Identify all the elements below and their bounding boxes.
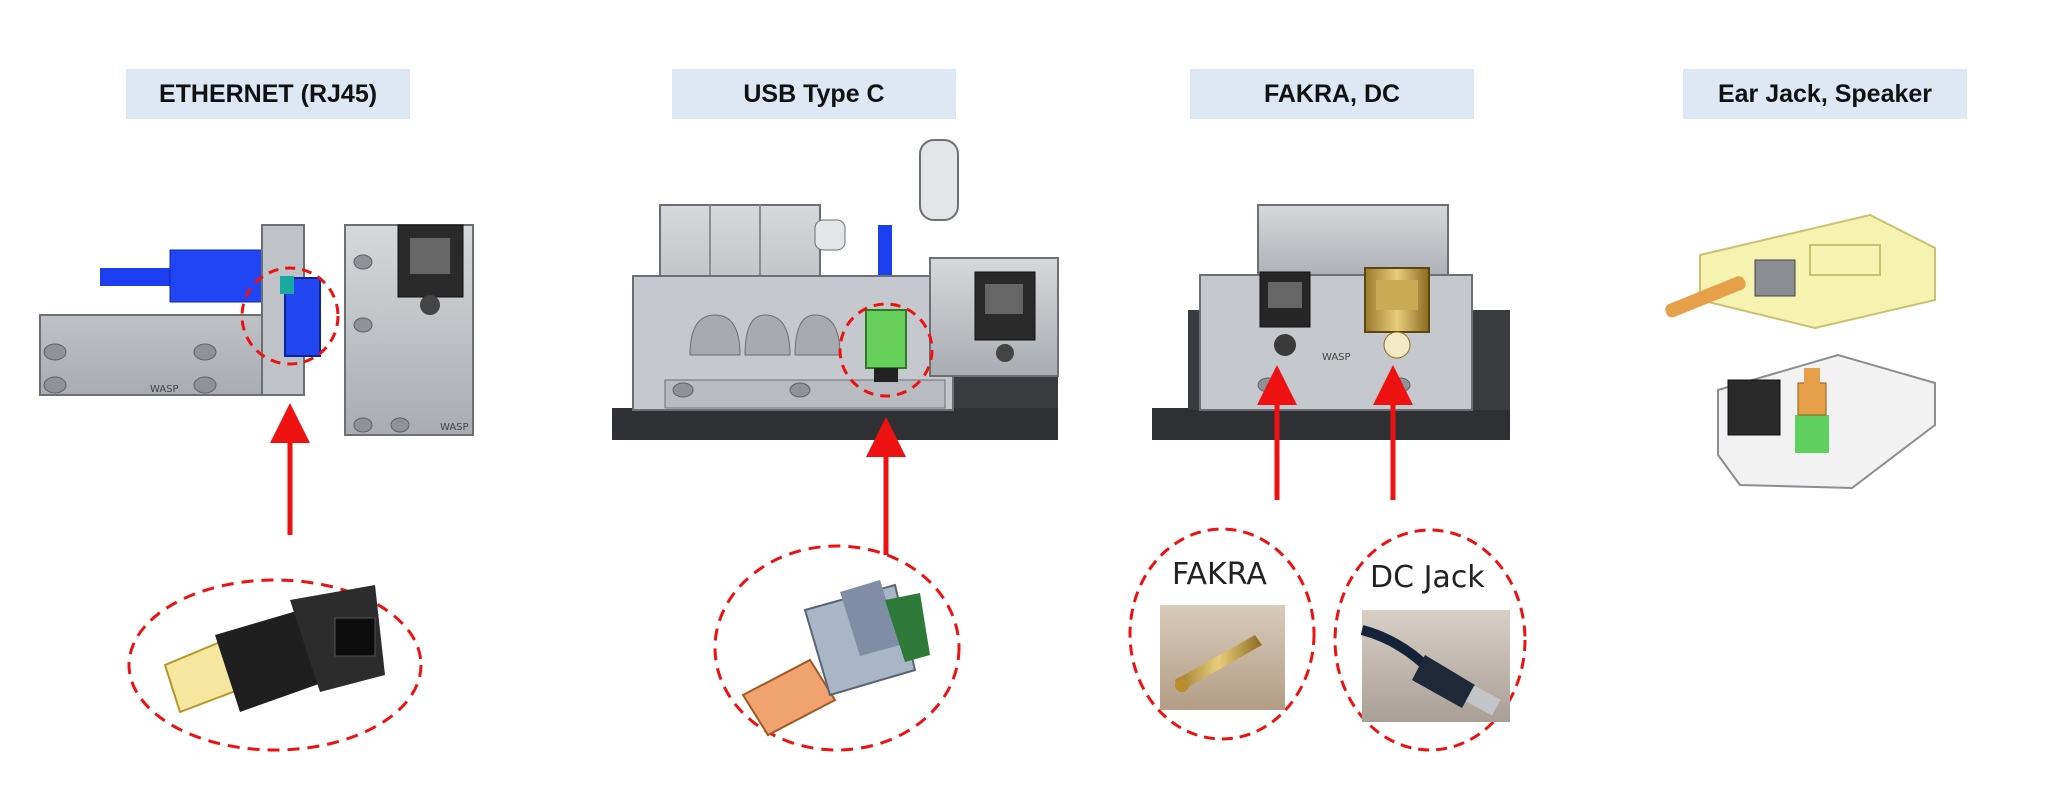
rj45-fixture-icon: WASP WASP [39,224,474,436]
callout-fakra: FAKRA [1172,557,1267,592]
highlight-circle-usb-c [838,302,934,398]
section-title-ear-jack-speaker: Ear Jack, Speaker [1683,69,1967,119]
ear-jack-fixture-icon [1665,213,1936,490]
svg-text:WASP: WASP [150,384,179,395]
section-title-fakra-dc: FAKRA, DC [1190,69,1474,119]
svg-text:WASP: WASP [1322,352,1351,363]
section-title-ethernet: ETHERNET (RJ45) [126,69,410,119]
usb-c-plug-icon [741,580,930,737]
highlight-circle-rj45-connector [127,578,423,752]
highlight-circle-usb-c-connector [713,544,961,752]
fakra-dc-fixture-icon: WASP [1152,204,1510,440]
section-title-usb-type-c: USB Type C [672,69,956,119]
highlight-circle-rj45 [240,266,340,366]
fakra-photo [1160,605,1285,710]
usb-c-fixture-icon [612,139,1059,440]
dc-jack-photo [1360,610,1510,722]
svg-text:WASP: WASP [440,422,469,433]
highlight-circle-dc-jack [1333,528,1527,752]
highlight-circle-fakra [1128,527,1316,741]
callout-dc-jack: DC Jack [1370,560,1485,595]
rj45-adapter-icon [163,585,385,714]
